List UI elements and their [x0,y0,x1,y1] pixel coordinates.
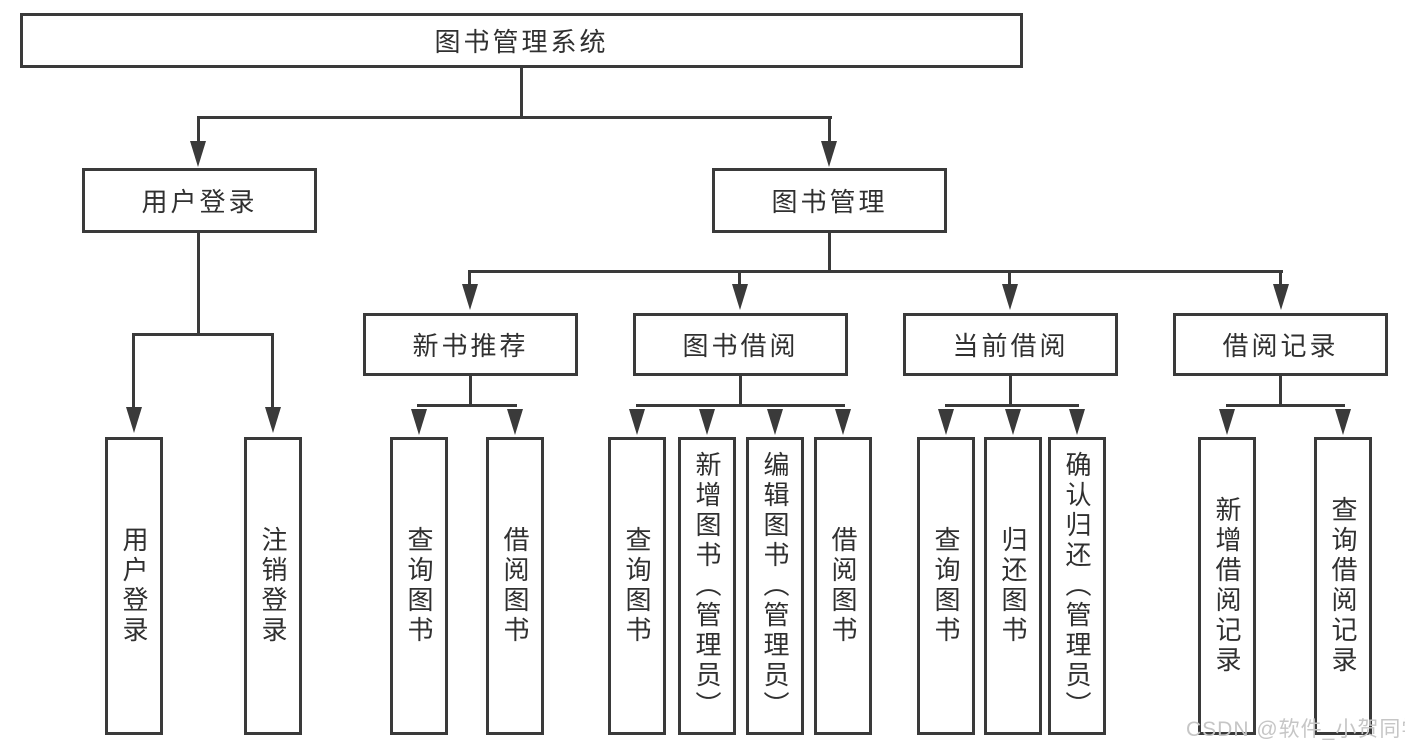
arrowhead-down-icon [1069,409,1085,435]
leaf-label: 新增图书（管理员） [692,451,722,721]
node-user-login: 用户登录 [82,168,317,233]
node-new-book-recommend-label: 新书推荐 [412,331,529,361]
connector-borrow-records-rail [1226,404,1345,407]
connector-new-books-rail [417,404,517,407]
arrowhead-down-icon [126,407,142,433]
connector-current-borrow-rail [945,404,1079,407]
node-new-book-recommend: 新书推荐 [363,313,578,376]
arrowhead-down-icon [1335,409,1351,435]
node-borrow-records: 借阅记录 [1173,313,1388,376]
leaf-label: 查询借阅记录 [1328,496,1358,676]
leaf-label: 注销登录 [258,526,288,646]
leaf-label: 新增借阅记录 [1212,496,1242,676]
connector-user-login-rail [132,333,274,336]
node-user-login-label: 用户登录 [141,187,258,217]
arrowhead-down-icon [1005,409,1021,435]
connector-book-mgmt-stub [828,231,831,273]
connector-drop [197,116,200,143]
node-current-borrow-label: 当前借阅 [952,331,1069,361]
node-root-label: 图书管理系统 [434,27,609,57]
connector-new-books-stub [469,374,472,407]
connector-drop [1008,270,1011,286]
connector-book-borrow-stub [739,374,742,407]
arrowhead-down-icon [732,284,748,310]
connector-drop [738,270,741,286]
node-book-management-label: 图书管理 [771,187,888,217]
node-borrow-records-label: 借阅记录 [1222,331,1339,361]
leaf-edit-books-admin: 编辑图书（管理员） [746,437,804,735]
leaf-query-books-1: 查询图书 [390,437,448,735]
connector-borrow-records-stub [1279,374,1282,407]
connector-current-borrow-stub [1009,374,1012,407]
node-book-borrow-label: 图书借阅 [682,331,799,361]
connector-drop [1279,270,1282,286]
connector-level2-rail [468,270,1283,273]
leaf-add-borrow-record: 新增借阅记录 [1198,437,1256,735]
arrowhead-down-icon [821,141,837,167]
node-book-borrow: 图书借阅 [633,313,848,376]
connector-root-stub [520,66,523,119]
arrowhead-down-icon [767,409,783,435]
arrowhead-down-icon [1273,284,1289,310]
leaf-label: 确认归还（管理员） [1062,451,1092,721]
connector-user-login-stub [197,231,200,336]
node-book-management: 图书管理 [712,168,947,233]
connector-book-borrow-rail [636,404,845,407]
arrowhead-down-icon [1002,284,1018,310]
leaf-confirm-return-admin: 确认归还（管理员） [1048,437,1106,735]
node-current-borrow: 当前借阅 [903,313,1118,376]
leaf-label: 用户登录 [119,526,149,646]
connector-drop [468,270,471,286]
connector-drop [828,116,831,143]
leaf-borrow-books-1: 借阅图书 [486,437,544,735]
leaf-label: 查询图书 [622,526,652,646]
csdn-watermark: CSDN @软件_小贺同学 [1186,718,1405,741]
connector-drop [271,333,274,409]
leaf-query-borrow-record: 查询借阅记录 [1314,437,1372,735]
leaf-add-books-admin: 新增图书（管理员） [678,437,736,735]
node-root: 图书管理系统 [20,13,1023,68]
leaf-label: 查询图书 [931,526,961,646]
leaf-borrow-books-2: 借阅图书 [814,437,872,735]
leaf-query-books-3: 查询图书 [917,437,975,735]
arrowhead-down-icon [938,409,954,435]
arrowhead-down-icon [462,284,478,310]
leaf-label: 借阅图书 [500,526,530,646]
arrowhead-down-icon [190,141,206,167]
leaf-label: 借阅图书 [828,526,858,646]
leaf-user-login: 用户登录 [105,437,163,735]
leaf-label: 编辑图书（管理员） [760,451,790,721]
arrowhead-down-icon [411,409,427,435]
leaf-logout: 注销登录 [244,437,302,735]
leaf-return-books: 归还图书 [984,437,1042,735]
arrowhead-down-icon [835,409,851,435]
arrowhead-down-icon [699,409,715,435]
leaf-query-books-2: 查询图书 [608,437,666,735]
arrowhead-down-icon [1219,409,1235,435]
connector-drop [132,333,135,409]
arrowhead-down-icon [629,409,645,435]
connector-level1-rail [197,116,832,119]
arrowhead-down-icon [507,409,523,435]
arrowhead-down-icon [265,407,281,433]
leaf-label: 归还图书 [998,526,1028,646]
leaf-label: 查询图书 [404,526,434,646]
